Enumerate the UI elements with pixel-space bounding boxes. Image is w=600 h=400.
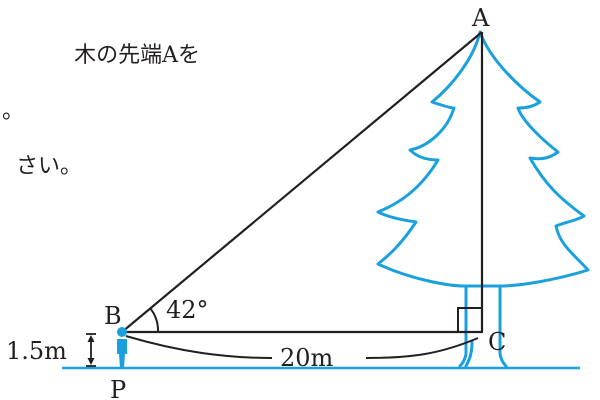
problem-text-line-1: 木の先端Aを	[74, 43, 200, 68]
point-label-c: C	[488, 328, 506, 356]
distance-label: 20m	[280, 344, 334, 372]
point-label-b: B	[104, 302, 122, 330]
angle-label: 42°	[166, 296, 209, 324]
segment-ab	[121, 31, 483, 333]
tree-root-left	[464, 340, 474, 368]
triangle-abc	[121, 31, 484, 334]
angle-arc-b	[149, 307, 160, 333]
height-marker	[86, 333, 96, 367]
point-label-a: A	[471, 4, 490, 32]
problem-text-line-2: た。	[0, 99, 24, 124]
point-label-p: P	[110, 376, 126, 400]
observer-person-icon	[117, 327, 127, 368]
height-label: 1.5m	[6, 337, 67, 365]
distance-brace	[125, 335, 479, 359]
tree-crown	[376, 30, 590, 288]
tree-icon	[376, 30, 590, 368]
problem-text-line-3: さい。	[16, 154, 82, 179]
tree-trunk-left	[458, 284, 468, 368]
right-angle-mark	[457, 307, 483, 333]
tree-trunk-right	[498, 284, 508, 368]
